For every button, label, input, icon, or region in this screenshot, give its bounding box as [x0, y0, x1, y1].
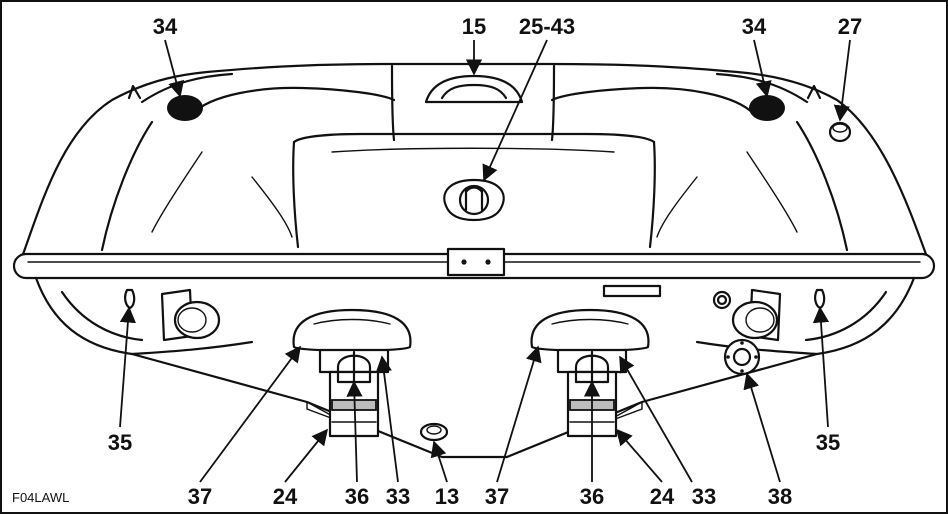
callout-labels: 34 15 25-43 34 27 35 35 37 24 36 33 13 3… — [12, 14, 862, 509]
hull-curve-left — [60, 290, 144, 342]
callout-25-43: 25-43 — [519, 14, 575, 39]
callout-37-right: 37 — [485, 484, 509, 509]
tab-left — [127, 84, 142, 100]
boarding-step-left — [292, 308, 412, 438]
callout-34-right: 34 — [742, 14, 767, 39]
callout-24-left: 24 — [273, 484, 298, 509]
callout-33-right: 33 — [692, 484, 716, 509]
cap-27 — [828, 121, 852, 143]
rub-rail — [12, 247, 936, 280]
callout-34-left: 34 — [153, 14, 178, 39]
bolt-right-inner — [716, 294, 728, 306]
callout-15: 15 — [462, 14, 486, 39]
callout-37-left: 37 — [188, 484, 212, 509]
bolt-right — [712, 290, 732, 310]
clip-left — [124, 288, 136, 310]
callout-35-right: 35 — [816, 430, 840, 455]
deck — [20, 62, 929, 259]
emblem — [443, 178, 505, 222]
figure-id: F04LAWL — [12, 490, 69, 505]
callout-35-left: 35 — [108, 430, 132, 455]
lower-hull — [34, 276, 916, 459]
exhaust-right — [731, 288, 782, 342]
fitting-38 — [723, 338, 761, 376]
clip-right — [814, 288, 826, 310]
callout-27: 27 — [838, 14, 862, 39]
hull-curve-right — [804, 290, 888, 342]
callout-36-right: 36 — [580, 484, 604, 509]
callout-36-left: 36 — [345, 484, 369, 509]
boarding-step-right — [530, 308, 650, 438]
rear-view-bumper-right — [749, 95, 785, 121]
rear-view-bumper-left — [167, 95, 203, 121]
callout-13: 13 — [435, 484, 459, 509]
drain-plug — [419, 422, 449, 442]
exhaust-left — [160, 288, 221, 342]
leader-lines — [119, 39, 851, 483]
grab-handle — [424, 74, 524, 104]
callout-38: 38 — [768, 484, 792, 509]
callout-24-right: 24 — [650, 484, 675, 509]
tab-right — [806, 84, 822, 100]
callout-33-left: 33 — [386, 484, 410, 509]
